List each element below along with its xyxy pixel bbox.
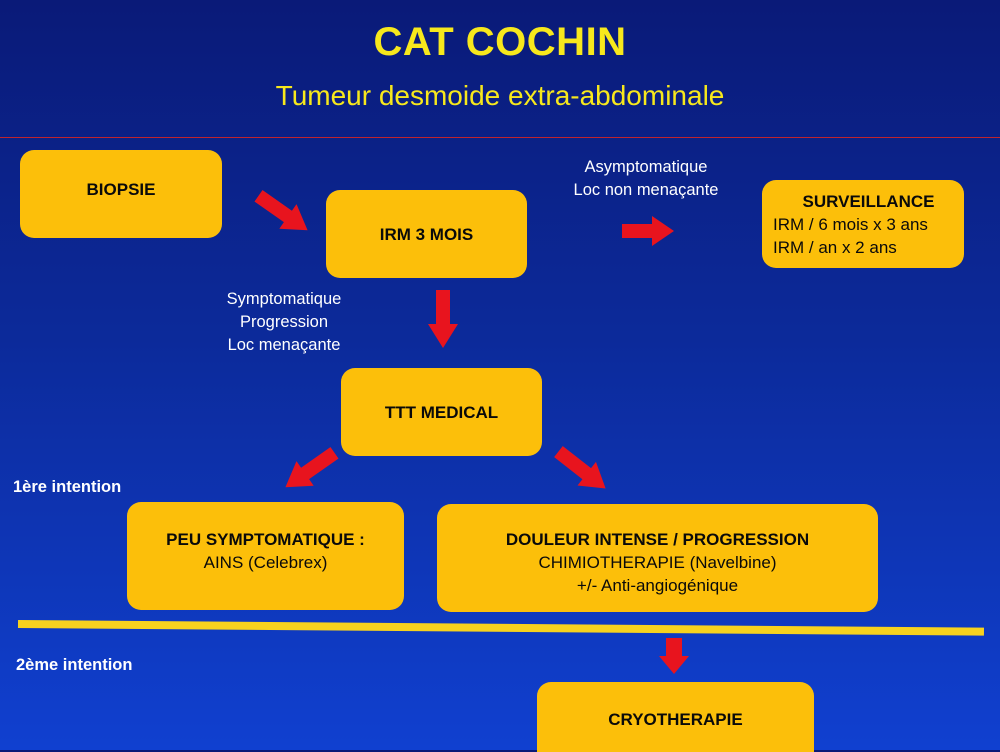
label-first-intention: 1ère intention (13, 478, 122, 496)
page-title: CAT COCHIN (373, 20, 627, 64)
label-asympt-line2: Loc non menaçante (573, 181, 719, 199)
arrow-ttt-to-peu (277, 441, 343, 500)
node-surveillance-title: SURVEILLANCE (802, 191, 935, 211)
label-sympt-line3: Loc menaçante (227, 336, 341, 354)
node-peu-symptomatique: PEU SYMPTOMATIQUE : AINS (Celebrex) (127, 502, 404, 610)
arrow-irm-to-surveillance (622, 216, 674, 246)
node-biopsie: BIOPSIE (20, 150, 222, 238)
intention-separator-line (17, 620, 985, 636)
node-surveillance-line1: IRM / 6 mois x 3 ans (773, 214, 928, 234)
arrow-ttt-to-douleur (549, 440, 615, 501)
arrow-biopsie-icon (254, 190, 308, 231)
node-irm-label: IRM 3 MOIS (379, 224, 474, 244)
header-divider (0, 137, 1000, 138)
arrow-down-right-icon (554, 446, 606, 489)
node-surveillance: SURVEILLANCE IRM / 6 mois x 3 ans IRM / … (762, 180, 964, 268)
node-ttt-label: TTT MEDICAL (384, 402, 499, 422)
node-douleur-line1: CHIMIOTHERAPIE (Navelbine) (538, 553, 777, 572)
label-sympt-line1: Symptomatique (226, 290, 342, 308)
arrow-down-left-icon (285, 447, 339, 488)
arrow-down-small-icon (659, 638, 689, 674)
node-irm-3-mois: IRM 3 MOIS (326, 190, 527, 278)
arrow-down-icon (428, 290, 458, 348)
label-sympt-line2: Progression (239, 313, 329, 331)
label-symptomatique: Symptomatique Progression Loc menaçante (194, 288, 374, 357)
arrow-irm-to-ttt (428, 290, 458, 348)
node-biopsie-label: BIOPSIE (86, 179, 156, 199)
node-cryotherapie: CRYOTHERAPIE (537, 682, 814, 752)
node-peu-title: PEU SYMPTOMATIQUE : (166, 530, 365, 549)
node-ttt-medical: TTT MEDICAL (341, 368, 542, 456)
node-surveillance-line2: IRM / an x 2 ans (773, 237, 897, 257)
node-cryo-label: CRYOTHERAPIE (608, 710, 743, 729)
node-douleur-title: DOULEUR INTENSE / PROGRESSION (505, 530, 810, 549)
arrow-biopsie-to-irm (250, 184, 316, 243)
label-second-intention: 2ème intention (16, 656, 133, 674)
node-douleur-line2: +/- Anti-angiogénique (576, 576, 739, 595)
arrow-douleur-to-cryo (659, 638, 689, 674)
node-douleur-intense: DOULEUR INTENSE / PROGRESSION CHIMIOTHER… (437, 504, 878, 612)
node-peu-line1: AINS (Celebrex) (203, 553, 328, 572)
arrow-right-icon (622, 216, 674, 246)
label-asymptomatique: Asymptomatique Loc non menaçante (546, 156, 746, 202)
page-subtitle: Tumeur desmoide extra-abdominale (275, 80, 725, 111)
label-asympt-line1: Asymptomatique (584, 158, 708, 176)
